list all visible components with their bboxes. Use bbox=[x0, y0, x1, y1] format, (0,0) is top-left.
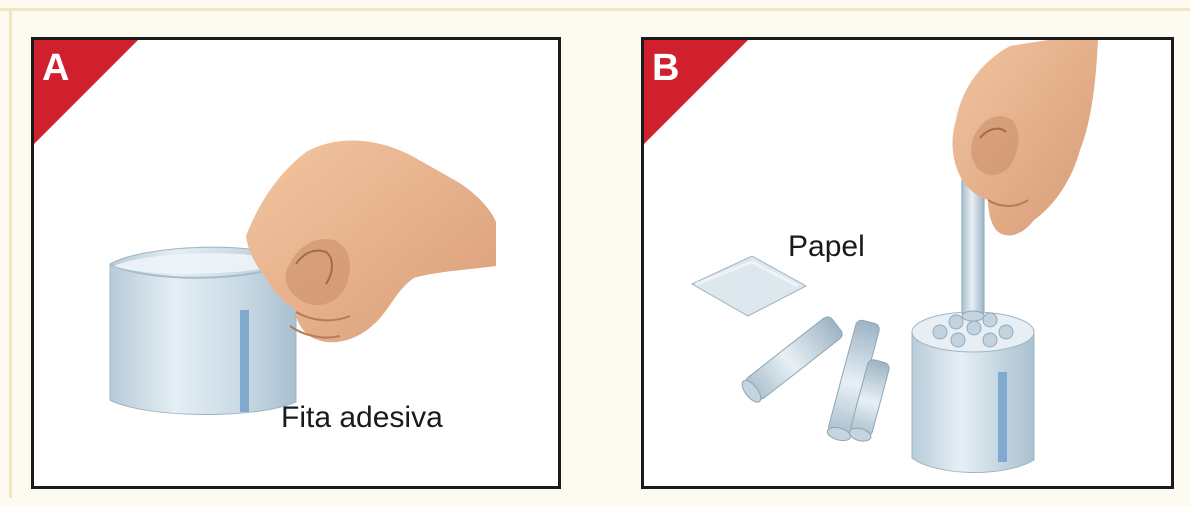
paper-sheet-illustration bbox=[692, 256, 806, 316]
panel-a: A Fita adesiva bbox=[31, 37, 561, 489]
adhesive-tape-strip-b bbox=[998, 372, 1007, 462]
adhesive-tape-strip bbox=[240, 310, 249, 412]
inserted-tube bbox=[962, 176, 984, 321]
paper-tube-illustration bbox=[739, 315, 891, 444]
panel-letter-b: B bbox=[652, 46, 679, 90]
panel-b: B Papel bbox=[641, 37, 1174, 489]
caption-tape: Fita adesiva bbox=[281, 401, 443, 435]
pencil-holder-cylinder bbox=[912, 312, 1034, 473]
frame-left-border bbox=[9, 8, 12, 498]
frame-top-border bbox=[0, 8, 1190, 11]
caption-paper: Papel bbox=[788, 230, 865, 264]
panel-letter-a: A bbox=[42, 46, 69, 90]
